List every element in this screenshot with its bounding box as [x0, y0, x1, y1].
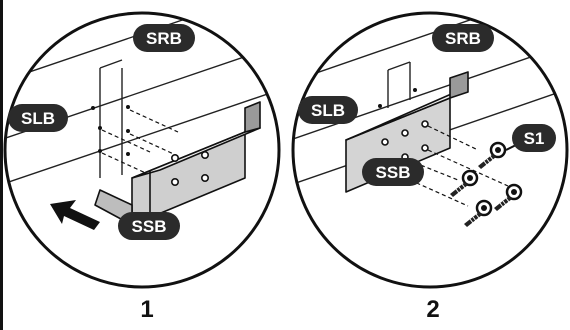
badge-ssb-1-text: SSB	[132, 217, 167, 236]
srb-rail-2	[384, 13, 567, 108]
badge-s1: S1	[512, 124, 556, 152]
ssb-bracket	[94, 101, 261, 226]
alignment-lines	[101, 109, 179, 176]
badge-s1-text: S1	[524, 129, 545, 148]
panel-1-circle	[3, 11, 281, 289]
badge-slb-1: SLB	[8, 104, 68, 132]
screw-icon	[448, 141, 523, 229]
step-number-1: 1	[140, 296, 154, 323]
badge-ssb-2: SSB	[362, 158, 424, 186]
badge-srb-2: SRB	[432, 24, 494, 52]
badge-srb-2-text: SRB	[445, 29, 481, 48]
badge-srb-1: SRB	[133, 24, 195, 52]
panel-1: SRB SLB SSB	[3, 11, 281, 289]
badge-ssb-2-text: SSB	[376, 163, 411, 182]
srb-rail	[94, 13, 279, 178]
rail-holes	[91, 105, 130, 156]
step-number-2: 2	[426, 296, 440, 323]
badge-ssb-1: SSB	[118, 212, 180, 240]
panel-1-scene	[5, 13, 279, 230]
arrow-icon	[50, 200, 100, 230]
panel-2: SRB SLB SSB S1	[291, 11, 569, 289]
badge-slb-1-text: SLB	[21, 109, 55, 128]
rail-holes-2	[378, 88, 417, 108]
badge-slb-2: SLB	[298, 96, 358, 124]
badge-slb-2-text: SLB	[311, 101, 345, 120]
panel-2-circle	[291, 11, 569, 289]
badge-srb-1-text: SRB	[146, 29, 182, 48]
